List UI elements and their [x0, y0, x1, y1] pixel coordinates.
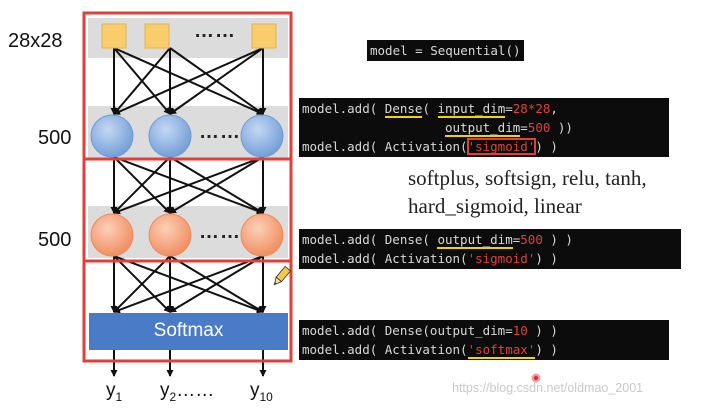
input-node-3 — [251, 23, 277, 49]
hidden2-node-3 — [240, 213, 284, 257]
hidden2-softmax-edge-1-0 — [113, 255, 171, 313]
hidden1-node-3 — [240, 114, 284, 158]
input-node-1 — [101, 23, 127, 49]
softmax-block — [89, 313, 288, 350]
input-ellipsis: …… — [194, 20, 236, 42]
input-node-2 — [144, 23, 170, 49]
hidden2-softmax-edge-2-0 — [113, 255, 264, 314]
hidden1-hidden2-edge-2-1 — [169, 156, 264, 214]
hidden2-node-2 — [148, 213, 192, 257]
hidden2-layer-label: 500 — [38, 229, 72, 251]
hidden1-hidden2-edge-1-0 — [113, 156, 171, 214]
layer3-frame — [82, 259, 293, 363]
output-y10: y10 — [250, 380, 273, 404]
hidden1-node-1 — [90, 114, 134, 158]
input-layer-label: 28x28 — [8, 30, 63, 52]
input-hidden1-edge-2-0 — [113, 47, 264, 115]
activation-options-line1: softplus, softsign, relu, tanh, — [408, 166, 647, 190]
hidden2-softmax-edge-2-1 — [169, 255, 264, 313]
code-block-dense-input: model.add( Dense( input_dim=28*28, outpu… — [299, 98, 669, 157]
activation-options-line2: hard_sigmoid, linear — [408, 194, 582, 218]
code-block-dense-output: model.add( Dense(output_dim=10 ) )model.… — [299, 320, 669, 360]
code-sequential: model = Sequential() — [367, 40, 524, 61]
output-y1: y1 — [106, 380, 123, 404]
hidden1-layer-label: 500 — [38, 127, 72, 149]
softmax-label: Softmax — [153, 320, 224, 341]
output-y2: y2…… — [160, 380, 215, 404]
hidden2-node-1 — [90, 213, 134, 257]
code-block-dense-hidden: model.add( Dense( output_dim=500 ) )mode… — [299, 229, 681, 269]
input-hidden1-edge-2-1 — [169, 47, 264, 115]
connection-arrows — [110, 47, 267, 377]
hidden1-hidden2-edge-2-0 — [113, 156, 264, 215]
watermark-text: https://blog.csdn.net/oldmao_2001 — [452, 381, 644, 395]
hidden1-ellipsis: …… — [199, 121, 241, 143]
hidden2-ellipsis: …… — [199, 221, 241, 243]
input-hidden1-edge-1-0 — [113, 47, 171, 115]
hidden1-node-2 — [148, 114, 192, 158]
pencil-cursor-icon — [273, 265, 292, 286]
